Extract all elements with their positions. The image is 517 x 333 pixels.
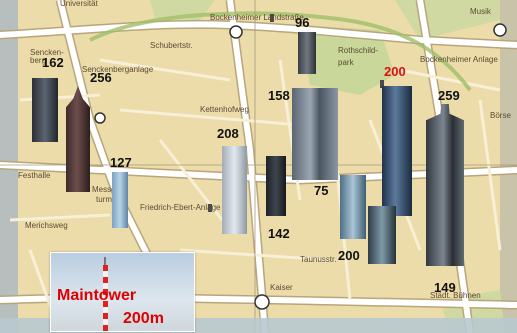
tower-messeturm (66, 86, 90, 192)
tower-height-label: 259 (438, 88, 460, 103)
tower-height-label: 200 (384, 64, 406, 79)
church-icon (270, 14, 274, 22)
s-bahn-station-icon (254, 294, 270, 310)
street-label: Merichsweg (25, 221, 68, 230)
tower-eurotower (368, 206, 396, 264)
street-label: turm (96, 195, 112, 204)
tower-commerzbank (426, 104, 464, 266)
tower-height-label: 142 (268, 226, 290, 241)
street-label: Sencken- (30, 48, 64, 57)
rothschild-park (300, 25, 395, 95)
street-label: Bockenheimer Anlage (420, 55, 498, 64)
tower-height-label: 200 (338, 248, 360, 263)
tower-westendtower (32, 78, 58, 142)
tower-skyper (298, 32, 316, 74)
tower-height-label: 162 (42, 55, 64, 70)
antenna-mast (103, 265, 108, 331)
tower-height-label: 96 (295, 15, 310, 30)
tower-height-label: 149 (434, 280, 456, 295)
street-label: Kettenhofweg (200, 105, 249, 114)
tower-height-label: 256 (90, 70, 112, 85)
street-label: Börse (490, 111, 511, 120)
tower-maintower (382, 86, 412, 216)
u-bahn-station-icon (94, 112, 106, 124)
street-label: Festhalle (18, 171, 51, 180)
street-label: Musik (470, 7, 492, 16)
antenna-mast-top (104, 257, 106, 267)
tower-marriott (266, 156, 286, 216)
u-bahn-station-icon (493, 23, 507, 37)
street-label: Bockenheimer Landstraße (210, 13, 304, 22)
tower-height-label: 75 (314, 183, 329, 198)
u-bahn-station-icon (229, 25, 243, 39)
street-label: Senckenberganlage (82, 65, 154, 74)
church-icon (208, 204, 212, 212)
tower-height-label: 208 (217, 126, 239, 141)
street-label: Messe- (92, 185, 119, 194)
church-icon (380, 80, 384, 88)
tower-westendstrasse (222, 146, 247, 234)
tower-height-label: 127 (110, 155, 132, 170)
street-label: Friedrich-Ebert-Anlage (140, 203, 221, 212)
tower-castor (112, 172, 128, 228)
street-labels: UniversitätSencken-bergSenckenberganlage… (18, 0, 511, 300)
inset-height: 200m (123, 310, 164, 327)
inset-title: Maintower (57, 287, 137, 304)
street-label: Rothschild- (338, 46, 378, 55)
anlagen-ring (89, 11, 472, 92)
tower-silberturm (340, 175, 366, 239)
maintower-inset: Maintower 200m (50, 252, 195, 332)
landmark-symbols (208, 14, 384, 212)
street-label: berg (30, 56, 46, 65)
street-label: Taunusstr. (300, 255, 336, 264)
street-label: Schubertstr. (150, 41, 193, 50)
street-label: Universität (60, 0, 99, 8)
street-label: Städt. Bühnen (430, 291, 481, 300)
tower-height-label: 158 (268, 88, 290, 103)
street-label: Kaiser (270, 283, 293, 292)
street-label: park (338, 58, 355, 67)
station-markers (94, 23, 507, 310)
tower-deutsche-bank (292, 88, 338, 180)
